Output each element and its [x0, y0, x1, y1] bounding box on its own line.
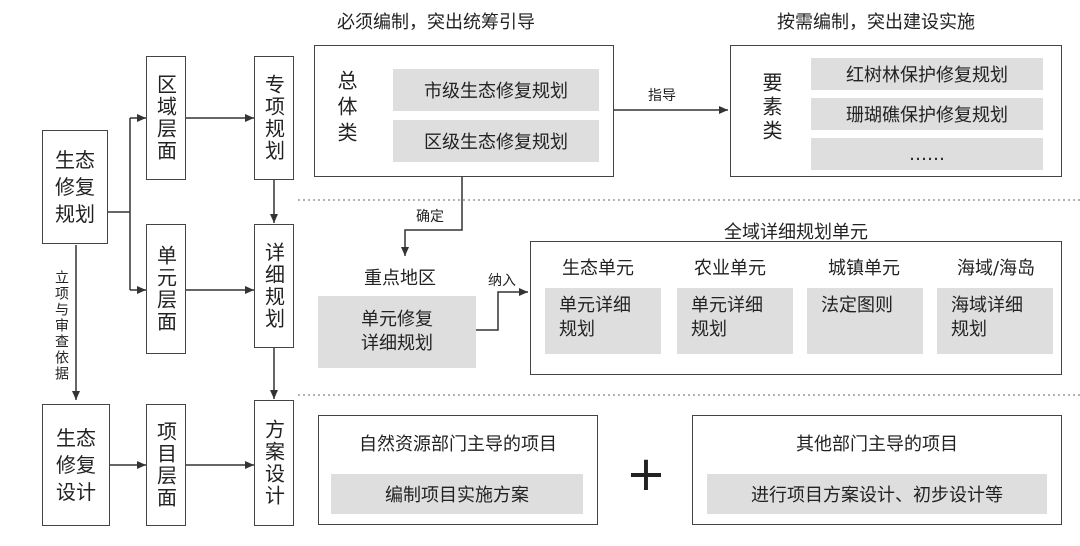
element-plans-box: 要素类 红树林保护修复规划 珊瑚礁保护修复规划 ……: [730, 45, 1062, 177]
other-departments-projects-box: 其他部门主导的项目 进行项目方案设计、初步设计等: [692, 415, 1062, 525]
key-area-title: 重点地区: [364, 268, 436, 289]
arrow: [401, 177, 463, 256]
agri-unit-name: 农业单元: [694, 258, 766, 279]
unit-level-label: 单元层面: [153, 245, 178, 333]
coral-reef-plan-item: 珊瑚礁保护修复规划: [811, 98, 1043, 130]
sea-island-unit-plan: 海域详细 规划: [937, 288, 1053, 354]
scheme-design-label: 方案设计: [261, 419, 286, 507]
natural-resources-projects-box: 自然资源部门主导的项目 编制项目实施方案: [318, 415, 598, 525]
eco-restoration-plan-box: 生态 修复 规划: [42, 130, 108, 244]
design-item: 进行项目方案设计、初步设计等: [707, 474, 1047, 514]
sea-island-unit-name: 海域/海岛: [956, 258, 1036, 279]
element-label: 要素类: [759, 72, 783, 144]
special-plan-label: 专项规划: [261, 74, 286, 162]
unit-level-box: 单元层面: [146, 224, 186, 354]
arrow: [476, 288, 528, 331]
all-domain-units-box: 生态单元 农业单元 城镇单元 海域/海岛 单元详细 规划 单元详细 规划 法定图…: [530, 241, 1062, 375]
other-departments-projects-title: 其他部门主导的项目: [796, 434, 958, 455]
plus-sign: +: [625, 446, 667, 502]
agri-unit-plan: 单元详细 规划: [677, 288, 793, 354]
eco-restoration-design-box: 生态 修复 设计: [42, 404, 110, 526]
implementation-plan-item: 编制项目实施方案: [331, 474, 583, 514]
detailed-plan-label: 详细规划: [261, 242, 286, 330]
include-label: 纳入: [488, 273, 516, 289]
header-right: 按需编制，突出建设实施: [777, 12, 975, 33]
scheme-design-box: 方案设计: [254, 400, 294, 526]
special-plan-box: 专项规划: [254, 56, 294, 180]
unit-restoration-detailed-plan-box: 单元修复 详细规划: [318, 296, 476, 368]
district-plan-item: 区级生态修复规划: [393, 120, 599, 162]
guide-label: 指导: [648, 88, 676, 104]
more-items: ……: [811, 138, 1043, 170]
regional-level-box: 区域层面: [146, 56, 186, 180]
regional-level-label: 区域层面: [153, 74, 178, 162]
eco-unit-name: 生态单元: [562, 258, 634, 279]
municipal-plan-item: 市级生态修复规划: [393, 69, 599, 111]
all-domain-title: 全域详细规划单元: [724, 222, 868, 243]
basis-label: 立项与审查依据: [53, 270, 69, 382]
project-level-label: 项目层面: [153, 421, 178, 509]
detailed-plan-box: 详细规划: [254, 224, 294, 348]
confirm-label: 确定: [416, 209, 444, 225]
natural-resources-projects-title: 自然资源部门主导的项目: [359, 434, 557, 455]
town-unit-name: 城镇单元: [828, 258, 900, 279]
eco-unit-plan: 单元详细 规划: [545, 288, 661, 354]
mangrove-plan-item: 红树林保护修复规划: [811, 58, 1043, 90]
overall-label: 总体类: [334, 70, 358, 148]
project-level-box: 项目层面: [146, 404, 186, 526]
overall-plans-box: 总体类 市级生态修复规划 区级生态修复规划: [314, 45, 614, 177]
header-left: 必须编制，突出统筹引导: [337, 12, 535, 33]
town-unit-plan: 法定图则: [807, 288, 923, 354]
